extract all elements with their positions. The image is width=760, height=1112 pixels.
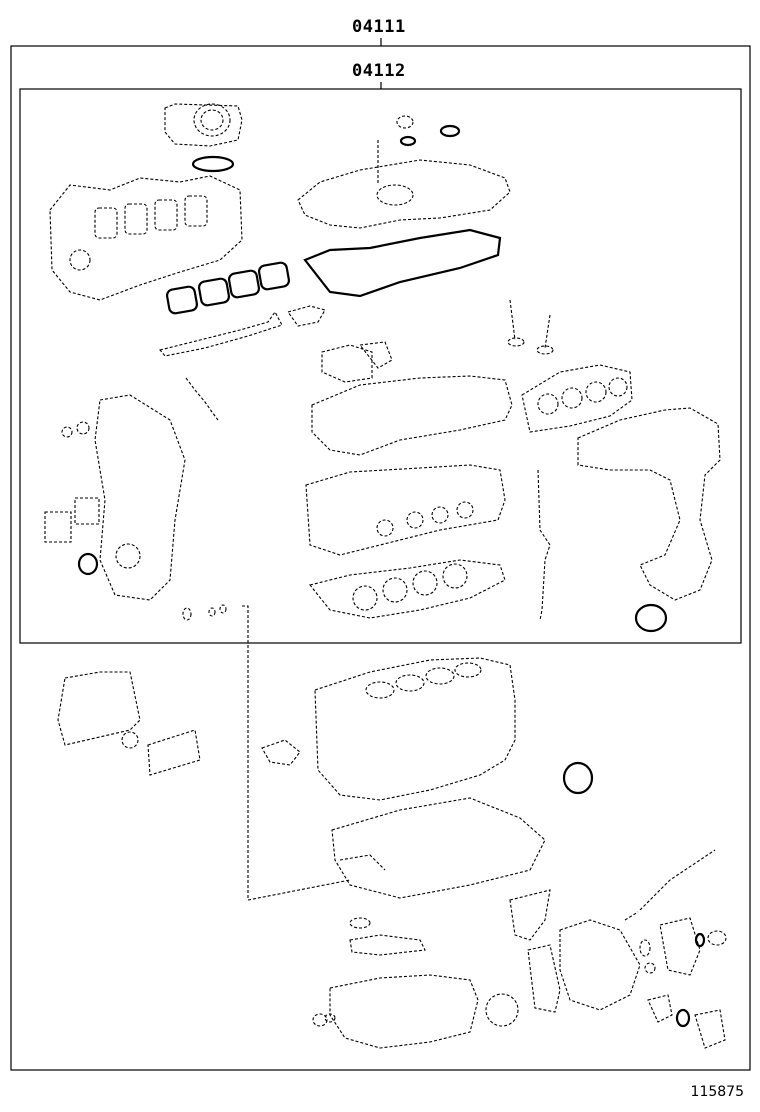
oil-seal-retainer — [147, 729, 201, 776]
exhaust-pipe-gasket — [634, 603, 668, 633]
throttle-body — [164, 103, 243, 147]
water-inlet-small — [261, 739, 301, 766]
oil-pan-upper — [331, 797, 546, 899]
rear-oil-seal — [562, 761, 594, 795]
exhaust-manifold — [577, 407, 721, 601]
camshaft — [159, 310, 283, 357]
valves — [507, 299, 554, 355]
connector-line — [242, 605, 351, 901]
oil-strainer — [349, 917, 426, 956]
water-inlet — [647, 994, 726, 1049]
cylinder-head-cover-gasket — [303, 228, 502, 298]
dipstick-guide-small — [185, 377, 219, 421]
kit-number-outer[interactable]: 04111 — [352, 17, 406, 37]
oil-level-gauge-guide — [537, 469, 551, 621]
camshaft-housing — [311, 375, 513, 456]
rear-end-plate — [57, 671, 141, 749]
water-pump — [485, 919, 641, 1027]
water-outlet-pipe — [624, 849, 716, 921]
timing-chain-cover — [94, 394, 186, 601]
cylinder-head-gasket — [309, 559, 506, 619]
oil-pump-gasket — [509, 889, 551, 941]
cylinder-head-cover — [297, 115, 511, 229]
exhaust-manifold-gasket — [521, 364, 633, 433]
inner-kit-frame — [19, 88, 742, 644]
intake-manifold — [49, 175, 243, 301]
valve-lifter-assembly — [321, 341, 393, 383]
diagram-reference-number: 115875 — [690, 1084, 744, 1100]
cylinder-head — [305, 464, 506, 556]
timing-cover-seals — [44, 421, 227, 621]
cylinder-block — [314, 657, 516, 801]
camshaft-sprocket — [287, 305, 326, 327]
thermostat-housing — [639, 917, 727, 976]
kit-number-inner[interactable]: 04112 — [352, 61, 406, 81]
outer-kit-frame — [10, 45, 751, 1071]
intake-manifold-gaskets — [165, 261, 291, 315]
oil-pan — [312, 974, 479, 1049]
throttle-body-gasket — [191, 155, 235, 173]
